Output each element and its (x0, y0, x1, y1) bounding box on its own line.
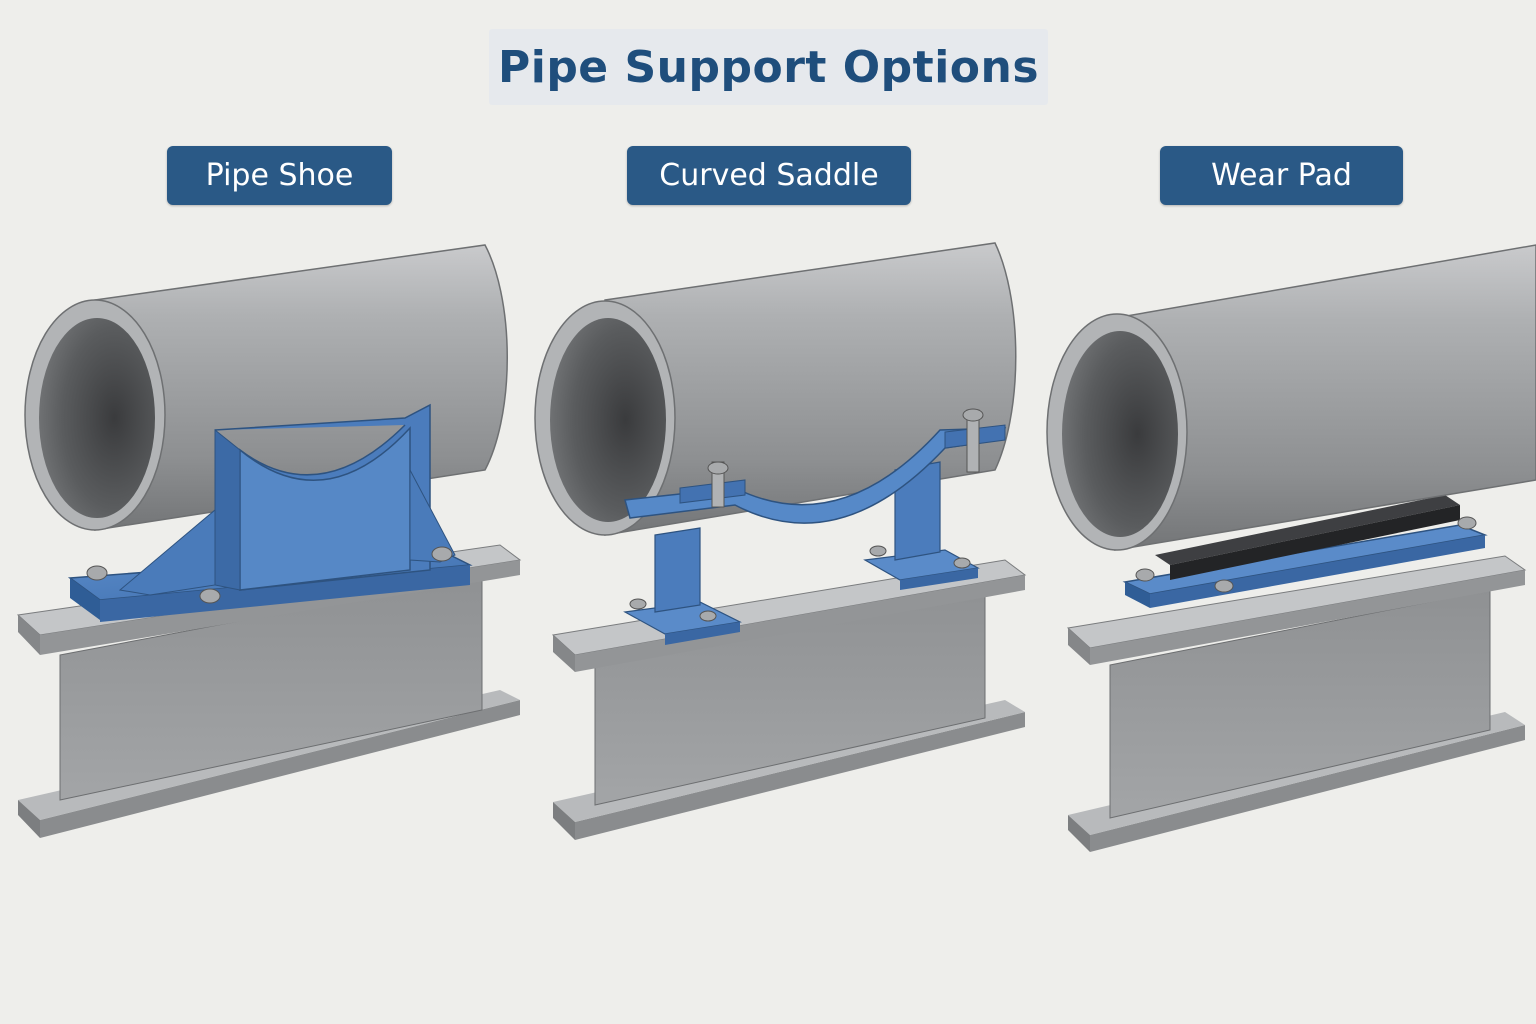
pipe-shoe-assembly (16, 244, 522, 838)
bolt (953, 557, 971, 569)
label-pipe-shoe: Pipe Shoe (167, 146, 392, 205)
bolt (1135, 568, 1155, 582)
title-banner: Pipe Support Options (489, 29, 1048, 105)
bolt (1457, 516, 1477, 530)
curved-saddle-assembly (534, 242, 1027, 840)
bolt (1214, 579, 1234, 593)
label-wear-pad: Wear Pad (1160, 146, 1403, 205)
label-pipe-shoe-text: Pipe Shoe (205, 158, 354, 193)
bolt (699, 610, 717, 622)
i-beam-2 (551, 559, 1027, 840)
pipe-2 (534, 242, 1017, 536)
wear-pad-assembly (1046, 244, 1536, 852)
pipe-3 (1046, 244, 1536, 551)
bolt (869, 545, 887, 557)
bolt (629, 598, 647, 610)
bolt (86, 565, 108, 581)
label-wear-pad-text: Wear Pad (1211, 158, 1352, 193)
bolt (431, 546, 453, 562)
bolt (199, 588, 221, 604)
bolt (962, 408, 984, 473)
curved-saddle (623, 408, 1007, 645)
label-curved-saddle-text: Curved Saddle (659, 158, 879, 193)
pipe-shoe (67, 403, 473, 622)
wear-pad (1122, 495, 1488, 608)
label-curved-saddle: Curved Saddle (627, 146, 911, 205)
bolt (707, 461, 729, 508)
i-beam-3 (1066, 555, 1527, 852)
page-title: Pipe Support Options (497, 41, 1040, 93)
